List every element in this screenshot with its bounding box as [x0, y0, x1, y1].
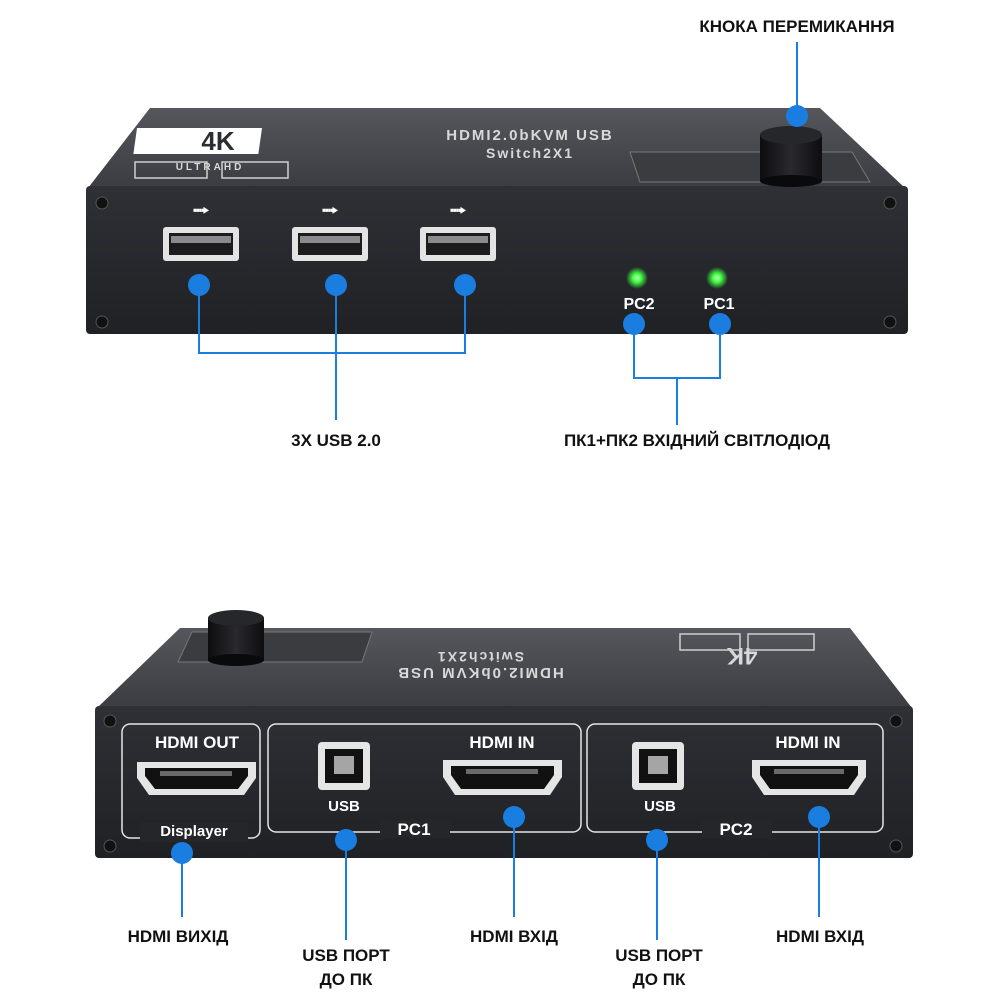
- led-pc1-label: PC1: [703, 296, 734, 313]
- led-pc1: [706, 267, 728, 289]
- back-top-recess: [177, 631, 373, 663]
- logo-4k-box: [133, 128, 263, 154]
- label-usb-ports: 3X USB 2.0: [291, 431, 381, 450]
- label-usb-port-pc2-line2: ДО ПК: [633, 970, 686, 989]
- device-front: 4K ULTRAHD HDMI2.0bKVM USB Switch2X1 ⭬ ⭬: [86, 108, 908, 334]
- label-hdmi-in-pc2: HDMI ВХІД: [776, 927, 864, 946]
- screw-icon: [95, 315, 109, 329]
- usb-icon: ⭬: [193, 198, 210, 223]
- displayer-label: Displayer: [160, 823, 228, 840]
- screw-icon: [103, 714, 117, 728]
- back-logo-4k: 4K: [726, 642, 757, 669]
- badge-left: [134, 161, 208, 179]
- back-model-line1: HDMI2.0bKVM USB: [396, 664, 564, 681]
- callout-lines-top: [198, 42, 798, 425]
- usb-port-front-2: ⭬: [292, 198, 368, 261]
- usb-pc2-label: USB: [644, 798, 676, 815]
- logo-ultrahd: ULTRAHD: [176, 162, 245, 173]
- usb-icon: [334, 756, 354, 774]
- badge-right: [221, 161, 289, 179]
- hdmi-in-pc2-label: HDMI IN: [775, 733, 840, 752]
- screw-icon: [103, 839, 117, 853]
- model-line2: Switch2X1: [486, 145, 574, 161]
- usb-icon: ⭬: [450, 198, 467, 223]
- label-hdmi-out: HDMI ВИХІД: [128, 927, 229, 946]
- screw-icon: [883, 196, 897, 210]
- usb-port-front-3: ⭬: [420, 198, 496, 261]
- switch-knob-back[interactable]: [208, 610, 264, 666]
- back-badge-1: [679, 633, 741, 651]
- label-switch-button: КНОКА ПЕРЕМИКАННЯ: [699, 17, 894, 36]
- group-pc2-label: PC2: [719, 820, 752, 839]
- screw-icon: [883, 315, 897, 329]
- label-usb-port-pc1-line2: ДО ПК: [320, 970, 373, 989]
- label-usb-port-pc2-line1: USB ПОРТ: [615, 946, 703, 965]
- usb-pc1-label: USB: [328, 798, 360, 815]
- group-pc1-label: PC1: [397, 820, 430, 839]
- switch-knob[interactable]: [760, 126, 822, 187]
- model-line1: HDMI2.0bKVM USB: [446, 127, 614, 144]
- label-hdmi-in-pc1: HDMI ВХІД: [470, 927, 558, 946]
- hdmi-in-pc1-label: HDMI IN: [469, 733, 534, 752]
- label-usb-port-pc1-line1: USB ПОРТ: [302, 946, 390, 965]
- device-front-face: [86, 186, 908, 334]
- hdmi-out-label: HDMI OUT: [155, 733, 240, 752]
- top-recess: [629, 151, 871, 183]
- top-print-mirrored: HDMI2.0bKVM USB Switch2X1 4K: [396, 642, 757, 681]
- label-led-indicator: ПК1+ПК2 ВХІДНИЙ СВІТЛОДІОД: [564, 431, 830, 450]
- usb-icon: ⭬: [322, 198, 339, 223]
- usb-icon: [648, 756, 668, 774]
- callout-dots-bottom: [171, 806, 830, 864]
- screw-icon: [889, 714, 903, 728]
- led-pc2-label: PC2: [623, 296, 654, 313]
- logo-4k: 4K: [201, 126, 234, 156]
- led-pc2: [626, 267, 648, 289]
- back-model-line2: Switch2X1: [436, 649, 524, 665]
- callout-dots-top: [188, 105, 808, 335]
- screw-icon: [95, 196, 109, 210]
- back-badge-2: [747, 633, 815, 651]
- device-back: HDMI2.0bKVM USB Switch2X1 4K HDMI OUT Di…: [95, 610, 913, 858]
- usb-port-front-1: ⭬: [163, 198, 239, 261]
- screw-icon: [889, 839, 903, 853]
